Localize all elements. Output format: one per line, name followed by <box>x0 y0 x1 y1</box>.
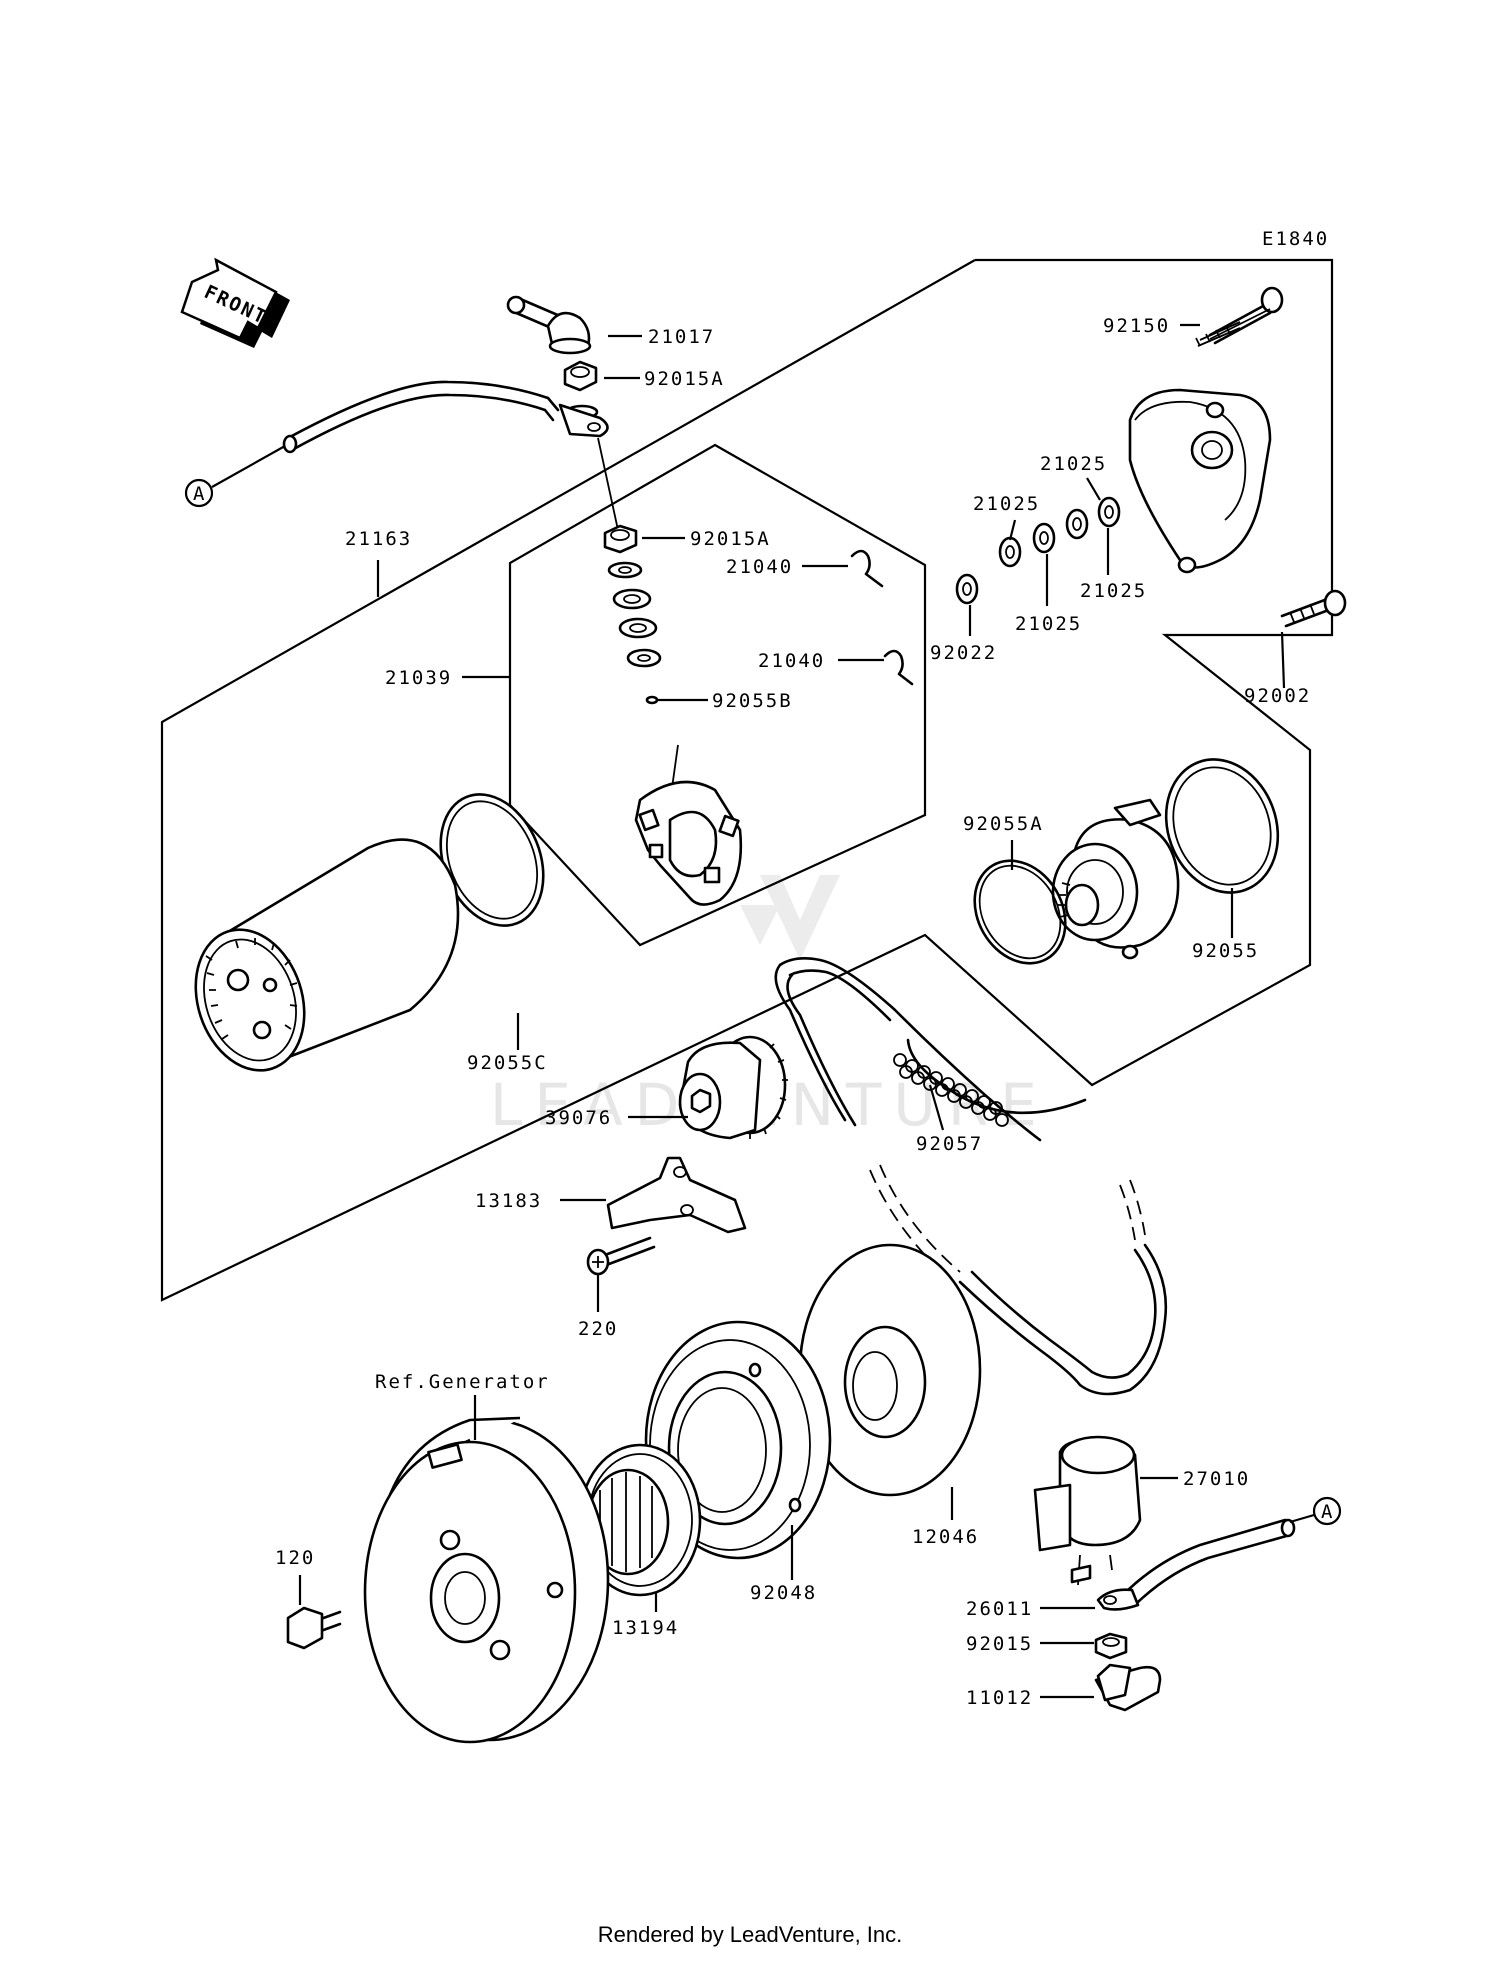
nut-92015 <box>1094 1632 1128 1660</box>
label-21025-b: 21025 <box>973 493 1040 515</box>
terminal-hardware-stack <box>603 524 662 705</box>
label-ref-generator: Ref.Generator <box>375 1371 550 1393</box>
label-92022: 92022 <box>930 642 997 664</box>
connector-a-left: A <box>184 445 286 508</box>
o-ring-92055 <box>1164 758 1280 894</box>
label-92048: 92048 <box>750 1582 817 1604</box>
label-12046: 12046 <box>912 1526 979 1548</box>
brush-plate <box>634 744 743 906</box>
plate-13183 <box>606 1156 747 1234</box>
label-21039: 21039 <box>385 667 452 689</box>
label-21025-d: 21025 <box>1015 613 1082 635</box>
bolt-120 <box>286 1606 342 1650</box>
label-26011: 26011 <box>966 1598 1033 1620</box>
starter-cable <box>282 380 619 531</box>
terminal-cap-11012 <box>1094 1663 1162 1712</box>
label-21163: 21163 <box>345 528 412 550</box>
leader-lines <box>298 323 1286 1699</box>
label-21025-a: 21025 <box>1040 453 1107 475</box>
label-220: 220 <box>578 1318 618 1340</box>
shims-21025 <box>955 496 1121 605</box>
assembly-frame-21163 <box>160 258 1334 1302</box>
label-92015A-top: 92015A <box>644 368 725 390</box>
label-11012: 11012 <box>966 1687 1033 1709</box>
label-27010: 27010 <box>1183 1468 1250 1490</box>
label-92150: 92150 <box>1103 315 1170 337</box>
screw-220 <box>586 1236 656 1276</box>
part-labels: E1840 21017 92015A 21163 92015A 21040 21… <box>275 228 1329 1709</box>
drive-gear-39076 <box>678 1035 788 1140</box>
cable-26011 <box>1096 1518 1296 1611</box>
label-120: 120 <box>275 1547 315 1569</box>
label-92055A: 92055A <box>963 813 1044 835</box>
front-arrow-icon: FRONT <box>180 257 290 348</box>
label-13183: 13183 <box>475 1190 542 1212</box>
one-way-clutch-13194 <box>578 1443 702 1597</box>
label-92057: 92057 <box>916 1133 983 1155</box>
label-92015A-mid: 92015A <box>690 528 771 550</box>
bolt-92002 <box>1280 589 1347 628</box>
connector-a-right: A <box>1289 1496 1342 1526</box>
label-21017: 21017 <box>648 326 715 348</box>
label-13194: 13194 <box>612 1617 679 1639</box>
label-21040-b: 21040 <box>758 650 825 672</box>
boot-cap-21017 <box>506 295 592 355</box>
label-92055: 92055 <box>1192 940 1259 962</box>
connector-a-left-text: A <box>193 483 206 505</box>
label-92015: 92015 <box>966 1633 1033 1655</box>
connector-a-right-text: A <box>1321 1501 1334 1523</box>
brush-holder-frame-21039 <box>508 443 927 947</box>
sprocket-12046 <box>798 1243 982 1497</box>
label-92055B: 92055B <box>712 690 793 712</box>
drive-chain-92057 <box>774 957 1168 1396</box>
starter-yoke <box>194 838 460 1072</box>
diagram-code: E1840 <box>1262 228 1329 250</box>
label-92055C: 92055C <box>467 1052 548 1074</box>
solenoid-27010 <box>1033 1435 1142 1586</box>
label-39076: 39076 <box>545 1107 612 1129</box>
o-ring-92055A <box>973 859 1067 965</box>
footer-credit: Rendered by LeadVenture, Inc. <box>597 1922 903 1947</box>
clip-21040-a <box>850 549 884 588</box>
front-bracket <box>1051 798 1180 960</box>
bolt-92150 <box>1195 286 1284 347</box>
label-92002: 92002 <box>1244 685 1311 707</box>
generator-rotor <box>363 1416 610 1744</box>
label-21040-a: 21040 <box>726 556 793 578</box>
end-cover <box>1128 388 1272 574</box>
clip-21040-b <box>883 649 914 686</box>
label-21025-c: 21025 <box>1080 580 1147 602</box>
